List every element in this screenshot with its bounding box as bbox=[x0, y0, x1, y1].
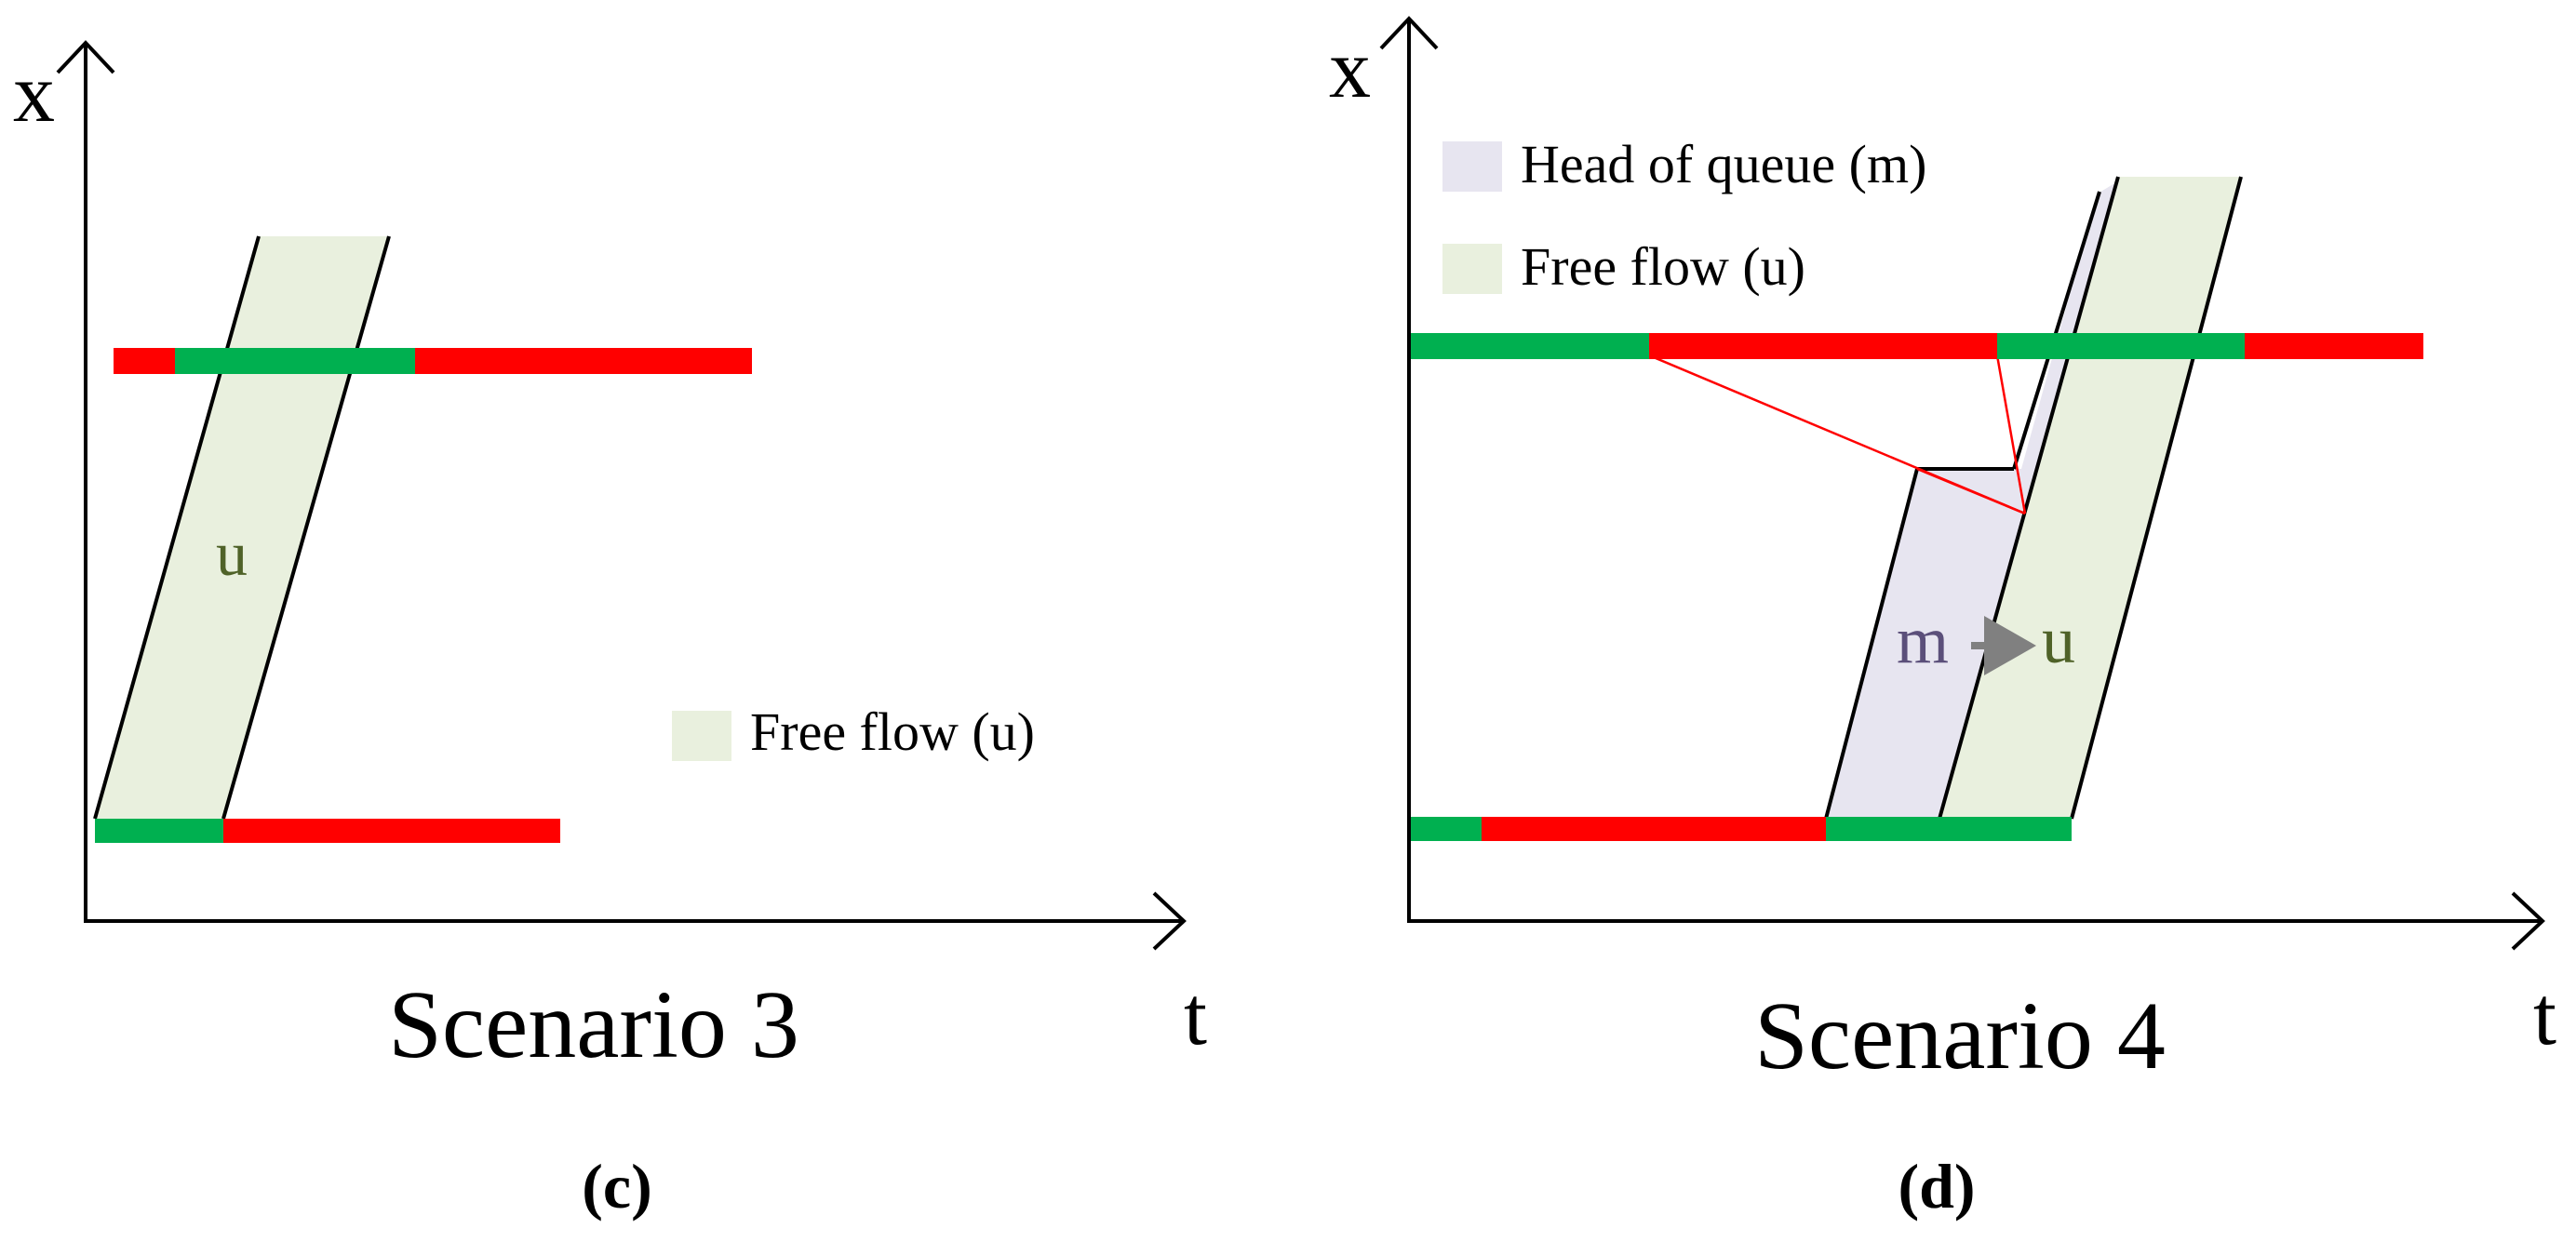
scenario-title: Scenario 4 bbox=[1754, 982, 2166, 1089]
signal-red-phase bbox=[114, 348, 175, 374]
scenario-title: Scenario 3 bbox=[388, 971, 799, 1078]
panel-c: x t u Free flow (u) Scenario 3 (c) bbox=[13, 40, 1207, 1222]
x-axis-label: x bbox=[1329, 23, 1371, 115]
t-axis-arrow-icon bbox=[2511, 891, 2545, 951]
head-of-queue-region bbox=[1826, 182, 2116, 819]
free-flow-region-label: u bbox=[216, 518, 248, 589]
legend-swatch-free-flow bbox=[672, 711, 731, 761]
t-axis-label: t bbox=[2533, 970, 2556, 1062]
panel-caption: (d) bbox=[1898, 1151, 1975, 1222]
axes bbox=[1379, 16, 2545, 951]
transition-from-label: m bbox=[1897, 603, 1949, 677]
panel-d: x t Head of queue (m) Free flow (u) m u … bbox=[1329, 16, 2556, 1222]
trajectory-line bbox=[2070, 176, 2243, 820]
legend-label-free-flow: Free flow (u) bbox=[1521, 236, 1805, 297]
legend-label-head-of-queue: Head of queue (m) bbox=[1521, 134, 1926, 194]
upstream-signal-bar bbox=[114, 348, 752, 374]
downstream-signal-bar bbox=[1407, 817, 2072, 841]
downstream-signal-bar bbox=[95, 819, 560, 843]
signal-red-phase bbox=[1482, 817, 1826, 841]
x-axis-arrow-icon bbox=[56, 40, 115, 74]
legend-label-free-flow: Free flow (u) bbox=[750, 701, 1035, 762]
upstream-signal-bar bbox=[1407, 333, 2423, 359]
signal-green-phase bbox=[175, 348, 415, 374]
signal-green-phase bbox=[1997, 333, 2245, 359]
transition-to-label: u bbox=[2042, 603, 2075, 677]
trajectory-line bbox=[221, 235, 391, 820]
legend: Free flow (u) bbox=[672, 701, 1035, 762]
x-axis-arrow-icon bbox=[1379, 16, 1439, 50]
trajectory-line bbox=[2012, 191, 2101, 470]
signal-green-phase bbox=[95, 819, 223, 843]
trajectory-line bbox=[1824, 468, 1919, 820]
signal-green-phase bbox=[1407, 333, 1649, 359]
transition-label: m u bbox=[1897, 603, 2075, 677]
free-flow-region bbox=[95, 236, 389, 819]
x-axis-label: x bbox=[13, 47, 55, 140]
axes bbox=[56, 40, 1187, 951]
signal-red-phase bbox=[2245, 333, 2423, 359]
legend-swatch-head-of-queue bbox=[1442, 141, 1502, 192]
trajectory-line bbox=[1938, 176, 2120, 820]
signal-red-phase bbox=[1649, 333, 1997, 359]
signal-red-phase bbox=[415, 348, 752, 374]
panel-caption: (c) bbox=[582, 1151, 651, 1222]
shock-wave-line bbox=[1995, 354, 2027, 514]
legend-swatch-free-flow bbox=[1442, 244, 1502, 294]
signal-red-phase bbox=[223, 819, 560, 843]
signal-green-phase bbox=[1826, 817, 2072, 841]
legend: Head of queue (m) Free flow (u) bbox=[1442, 134, 1926, 297]
shock-wave-line bbox=[1916, 467, 2026, 515]
t-axis-label: t bbox=[1184, 970, 1207, 1062]
t-axis-arrow-icon bbox=[1152, 891, 1187, 951]
signal-green-phase bbox=[1407, 817, 1482, 841]
trajectory-line bbox=[93, 235, 261, 820]
